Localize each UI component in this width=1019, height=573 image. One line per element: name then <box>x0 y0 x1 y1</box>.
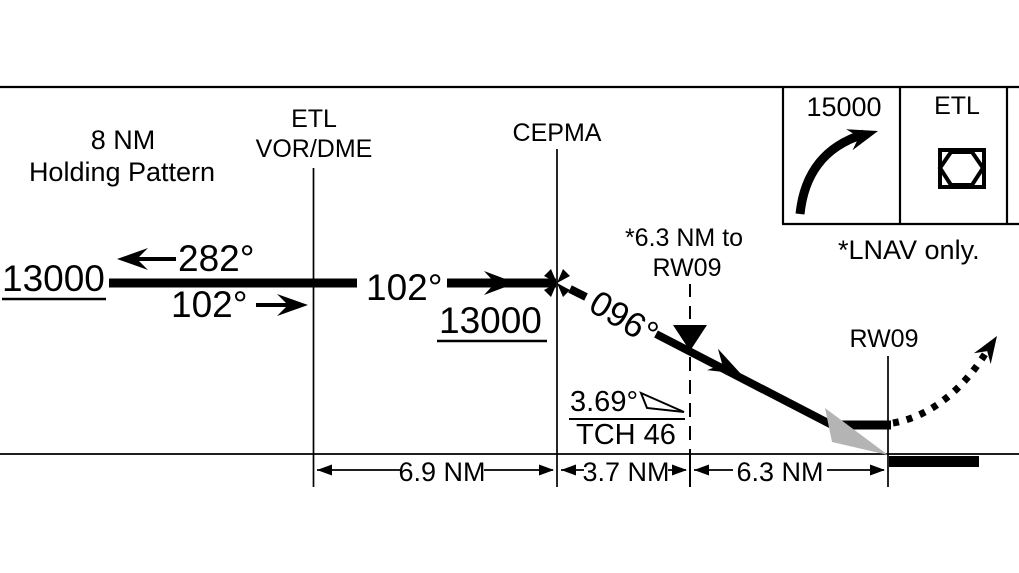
runway-label: RW09 <box>849 325 918 353</box>
outbound-arrow-icon <box>117 248 148 270</box>
descent-angle-label: 3.69° <box>570 386 638 418</box>
holding-outbound-course: 282° <box>178 238 255 279</box>
holding-altitude-label: 13000 <box>2 258 105 299</box>
inbound-arrow-icon <box>277 294 308 316</box>
missed-approach-dotted-path <box>892 344 994 427</box>
dim1-right-arrow-icon <box>539 464 554 476</box>
navaid-type-label: VOR/DME <box>256 135 373 163</box>
stepdown-arrow-icon <box>673 325 707 351</box>
runway-bar <box>889 456 979 467</box>
descent-angle-wedge-icon <box>639 391 685 413</box>
holding-title-line2: Holding Pattern <box>29 157 215 187</box>
descent-path-arrow-icon <box>707 348 741 374</box>
missed-holding-fix-label: ETL <box>934 92 980 120</box>
missed-approach-legend-box <box>781 87 1019 226</box>
leg-altitude-label: 13000 <box>439 300 542 341</box>
dim2-right-arrow-icon <box>672 464 687 476</box>
final-course-label: 096° <box>583 283 665 354</box>
holding-inbound-course: 102° <box>171 284 248 325</box>
vor-dme-icon <box>937 148 986 189</box>
distance-label-3: 6.3 NM <box>736 457 823 487</box>
dim3-right-arrow-icon <box>870 464 885 476</box>
tch-label: TCH 46 <box>576 419 676 451</box>
holding-title-line1: 8 NM <box>91 125 156 155</box>
lnav-note-label: *LNAV only. <box>838 235 980 265</box>
waypoint-fix-icon <box>544 269 570 297</box>
distance-label-1: 6.9 NM <box>398 457 485 487</box>
distance-label-2: 3.7 NM <box>582 457 669 487</box>
missed-approach-arrow-icon <box>973 336 997 365</box>
stepdown-note-line1: *6.3 NM to <box>625 224 743 252</box>
leg-course-arrow-icon <box>484 271 516 295</box>
descent-path-dash <box>568 285 588 301</box>
navaid-id-label: ETL <box>291 105 337 133</box>
fix-name-label: CEPMA <box>513 119 602 147</box>
descent-path-line <box>654 330 834 429</box>
missed-climb-altitude-label: 15000 <box>806 92 881 122</box>
climb-arrow-shaft <box>795 129 866 215</box>
climb-arrow-icon <box>846 129 878 151</box>
stepdown-note-line2: RW09 <box>652 254 721 282</box>
leg-course-label: 102° <box>366 267 443 308</box>
visual-segment-gray-arrow <box>825 408 888 455</box>
